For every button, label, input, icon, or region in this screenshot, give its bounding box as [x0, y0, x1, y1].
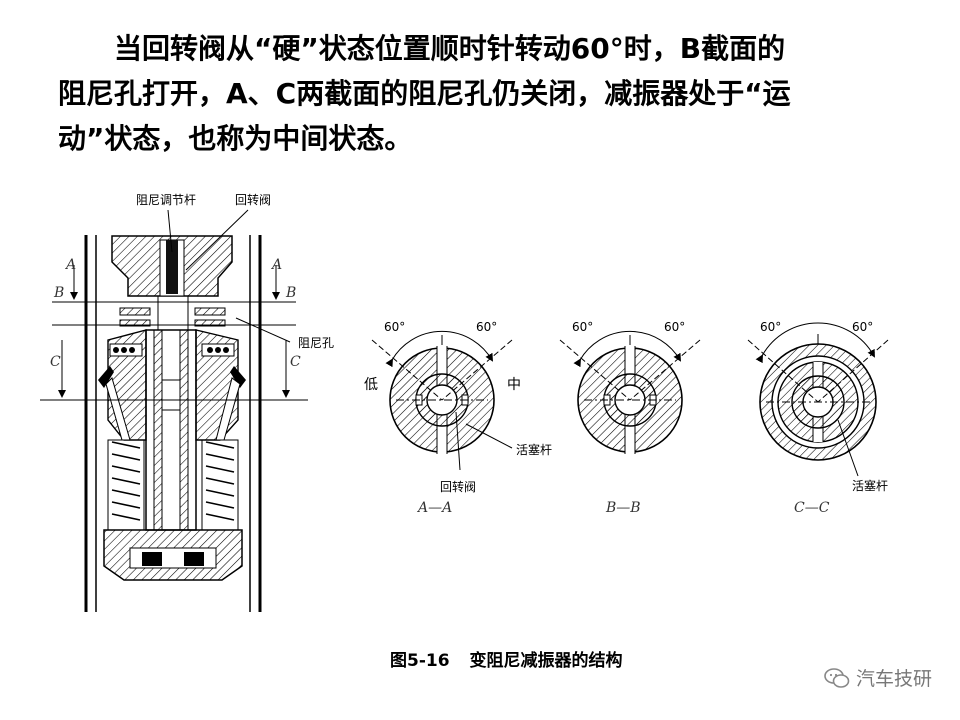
- wechat-icon: [824, 667, 850, 688]
- paragraph-line-1: 当回转阀从“硬”状态位置顺时针转动60°时，B截面的: [114, 32, 786, 65]
- section-marker-a-right: A: [270, 257, 282, 273]
- section-label-bb: B—B: [605, 500, 641, 516]
- watermark-text: 汽车技研: [855, 668, 932, 690]
- angle-label-bb-right: 60°: [664, 320, 685, 334]
- section-aa-view: [371, 330, 513, 471]
- section-marker-b-left: B: [53, 285, 64, 301]
- mid-label: 中: [507, 377, 521, 393]
- angle-label-bb-left: 60°: [572, 320, 593, 334]
- adjust-rod-label: 阻尼调节杆: [136, 193, 196, 207]
- longitudinal-section: [40, 209, 308, 612]
- section-marker-b-right: B: [285, 285, 296, 301]
- watermark: 汽车技研: [824, 664, 932, 691]
- rotary-valve-label-top: 回转阀: [235, 192, 271, 207]
- piston-rod-label-1: 活塞杆: [516, 442, 552, 457]
- angle-label-cc-right: 60°: [852, 320, 873, 334]
- figure-caption: 图5-16 变阻尼减振器的结构: [390, 646, 643, 671]
- section-marker-a-left: A: [64, 257, 76, 273]
- section-bb-view: [559, 330, 701, 454]
- angle-label-cc-left: 60°: [760, 320, 781, 334]
- section-cc-view: [747, 322, 889, 477]
- description-paragraph: 当回转阀从“硬”状态位置顺时针转动60°时，B截面的 阻尼孔打开，A、C两截面的…: [58, 26, 918, 161]
- paragraph-line-2: 阻尼孔打开，A、C两截面的阻尼孔仍关闭，减振器处于“运: [58, 77, 791, 110]
- piston-rod-label-2: 活塞杆: [852, 478, 888, 493]
- section-marker-c-right: C: [290, 354, 301, 370]
- low-label: 低: [364, 377, 378, 393]
- angle-label-aa-right: 60°: [476, 320, 497, 334]
- damping-hole-label: 阻尼孔: [298, 336, 334, 350]
- angle-label-aa-left: 60°: [384, 320, 405, 334]
- rotary-valve-label-bottom: 回转阀: [440, 479, 476, 494]
- section-marker-c-left: C: [50, 354, 61, 370]
- section-label-cc: C—C: [794, 500, 830, 516]
- figure-number: 图5-16: [390, 651, 450, 671]
- paragraph-line-3: 动”状态，也称为中间状态。: [58, 122, 413, 155]
- figure-title: 变阻尼减振器的结构: [469, 651, 623, 671]
- section-label-aa: A—A: [416, 500, 452, 516]
